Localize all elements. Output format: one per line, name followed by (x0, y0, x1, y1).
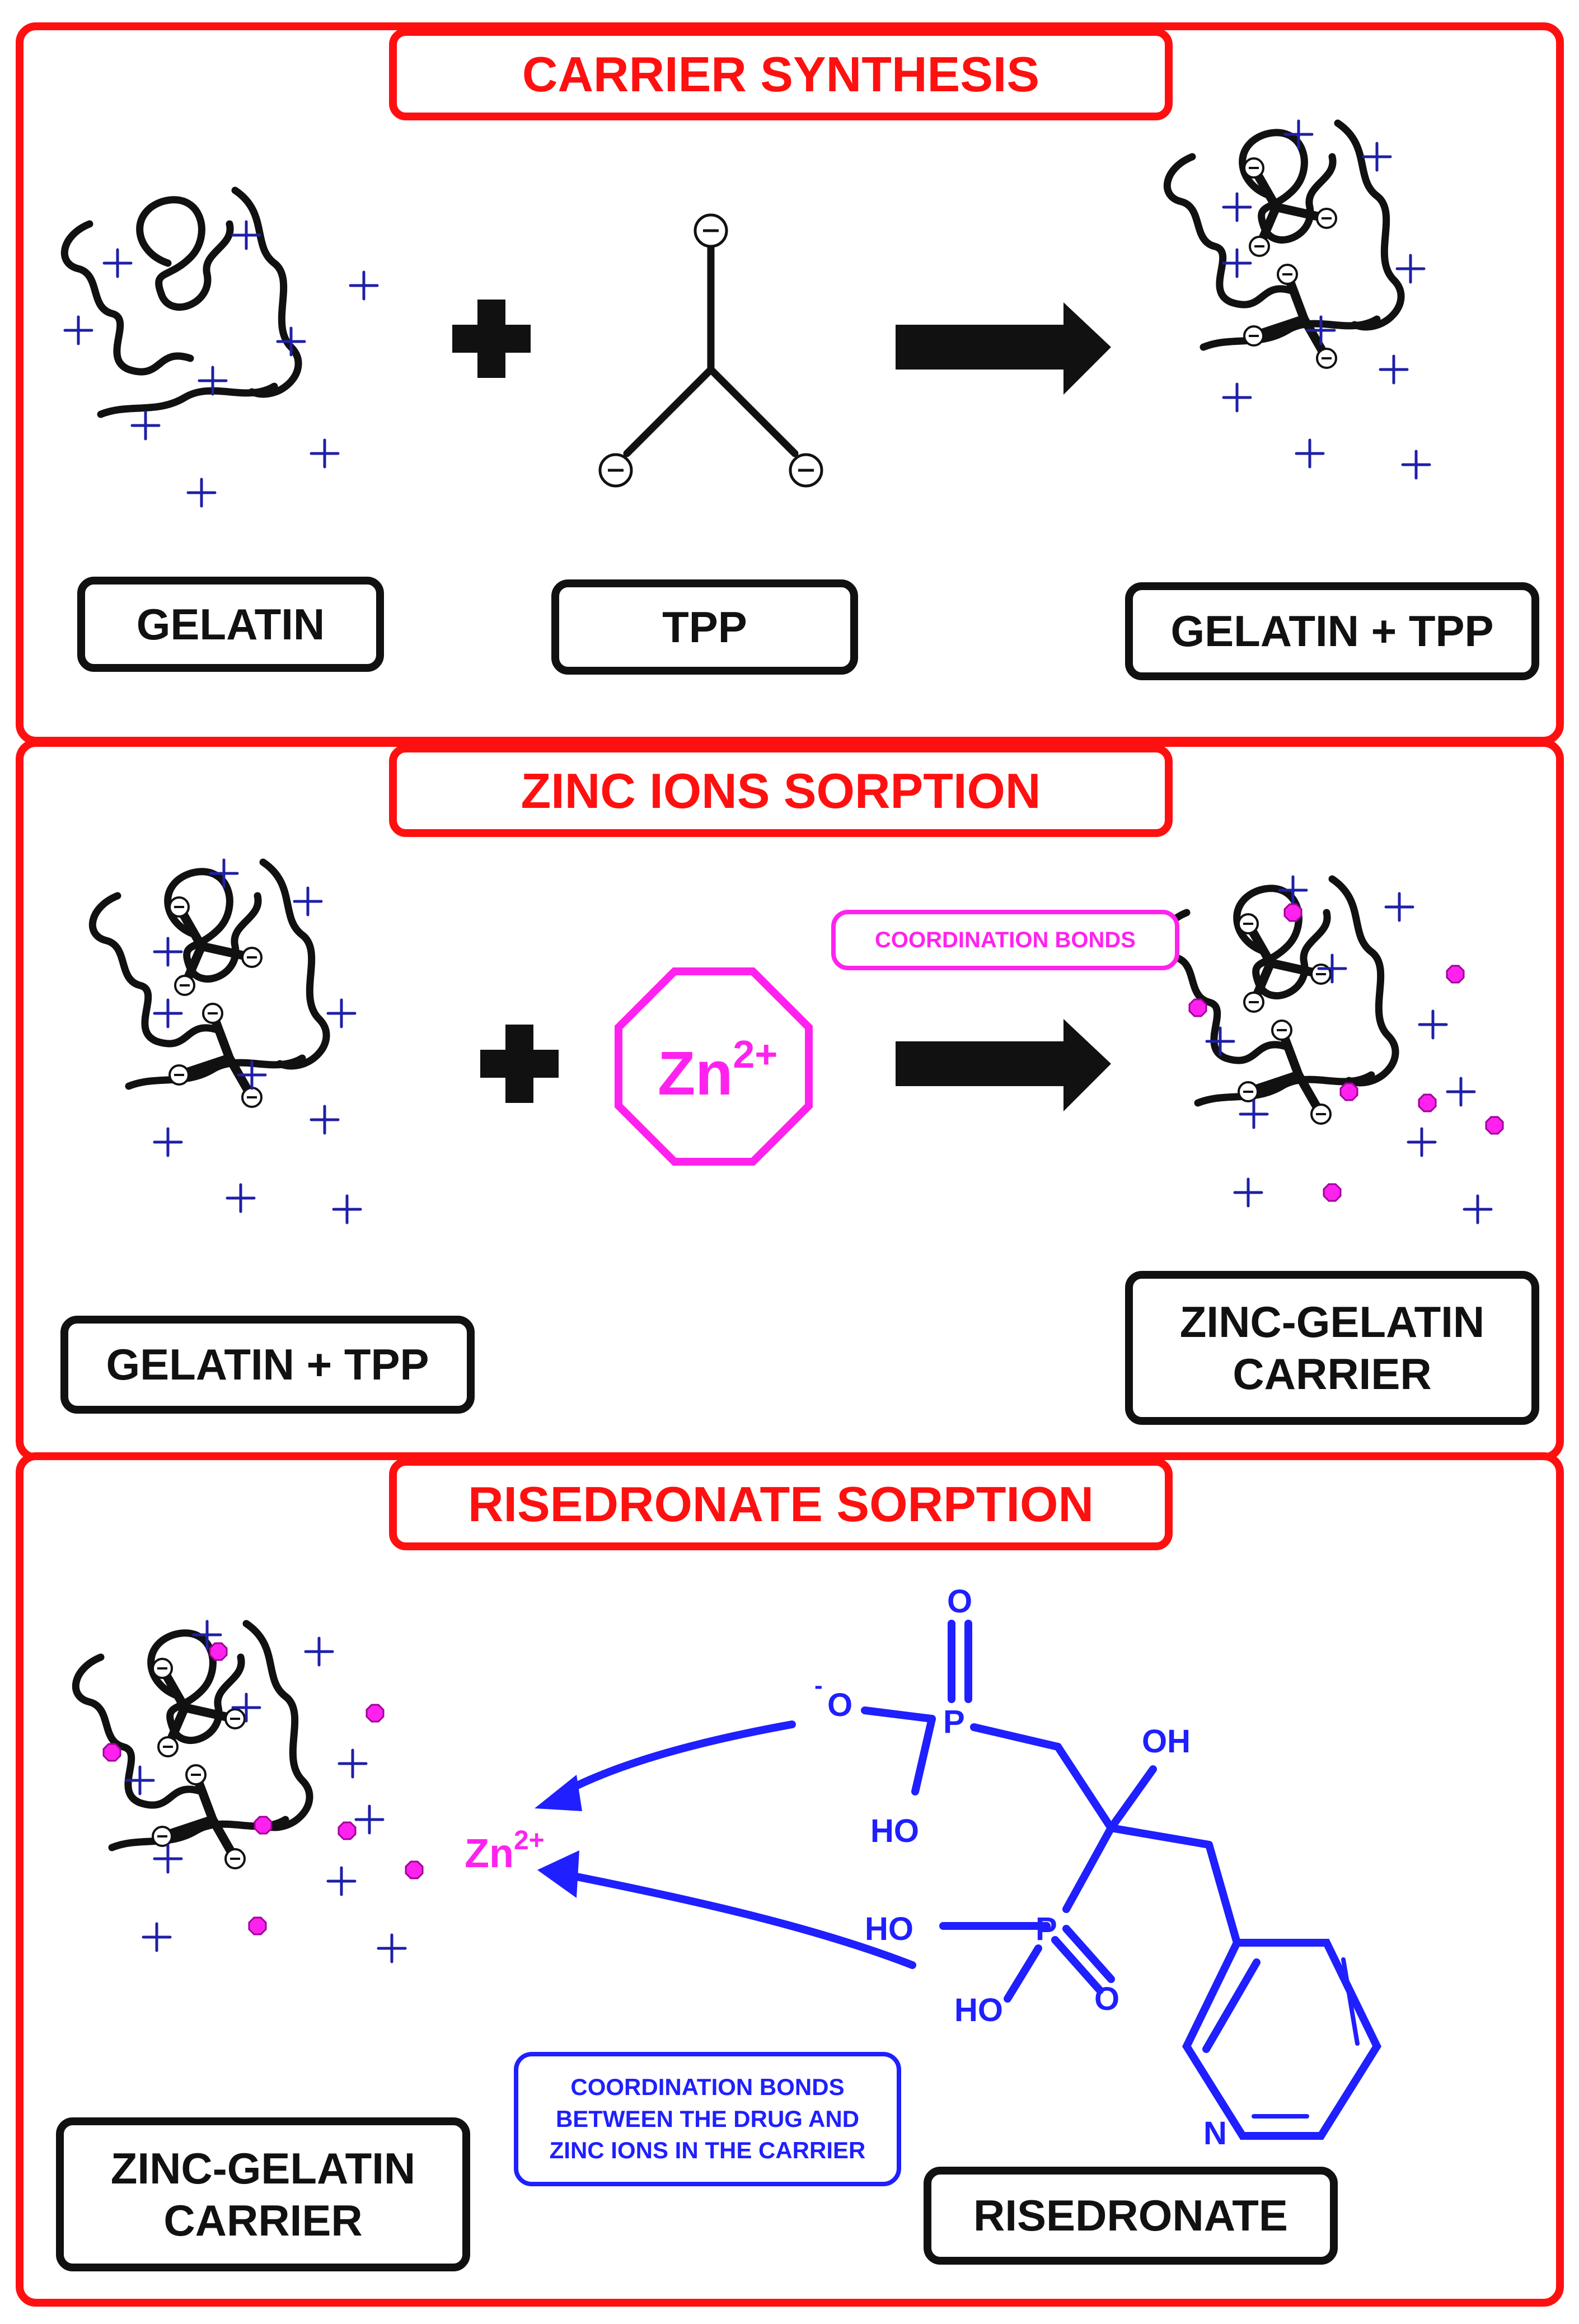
gelatin-coil (64, 190, 377, 506)
label-line: ZINC-GELATIN (1179, 1297, 1485, 1347)
svg-text:HO: HO (870, 1813, 919, 1849)
zinc-ion-octagon (615, 967, 813, 1166)
risedronate-molecule (861, 1620, 1381, 2140)
svg-text:O: O (947, 1583, 972, 1620)
reaction-arrow-2 (896, 1019, 1111, 1111)
zinc-ion-label-s3: Zn2+ (465, 1826, 545, 1876)
svg-text:-: - (814, 1672, 823, 1699)
gelatin-tpp-composite (1167, 121, 1430, 478)
svg-text:HO: HO (865, 1911, 913, 1947)
svg-text:HO: HO (954, 1992, 1003, 2028)
section-title-risedronate-sorption: RISEDRONATE SORPTION (389, 1458, 1173, 1550)
label-line: CARRIER (163, 2195, 363, 2245)
zinc-gelatin-carrier (76, 1621, 424, 1962)
svg-text:N: N (1203, 2115, 1227, 2152)
tpp-molecule (623, 242, 799, 457)
svg-text:O: O (1094, 1981, 1119, 2017)
label-line: ZINC-GELATIN (110, 2144, 416, 2194)
label-zinc-gelatin-carrier-s3: ZINC-GELATIN CARRIER (56, 2117, 470, 2271)
zinc-ion-label: Zn2+ (658, 1032, 777, 1108)
label-gelatin: GELATIN (77, 577, 384, 672)
label-gelatin-tpp-input: GELATIN + TPP (60, 1316, 475, 1414)
label-risedronate: RISEDRONATE (924, 2167, 1338, 2265)
section-title-zinc-sorption: ZINC IONS SORPTION (389, 745, 1173, 837)
plus-operator-2 (480, 1025, 559, 1103)
zinc-gelatin-composite (1161, 877, 1504, 1223)
label-zinc-gelatin-carrier: ZINC-GELATIN CARRIER (1125, 1271, 1539, 1425)
svg-text:OH: OH (1142, 1723, 1191, 1760)
label-tpp: TPP (551, 579, 858, 675)
negative-charge (600, 455, 631, 486)
section-title-carrier-synthesis: CARRIER SYNTHESIS (389, 28, 1173, 120)
note-line: BETWEEN THE DRUG AND (555, 2105, 860, 2132)
coordination-bonds-note: COORDINATION BONDS BETWEEN THE DRUG AND … (514, 2052, 901, 2186)
label-gelatin-tpp: GELATIN + TPP (1125, 582, 1539, 680)
svg-text:P: P (1036, 1911, 1057, 1947)
note-line: ZINC IONS IN THE CARRIER (549, 2137, 866, 2164)
negative-charge (790, 455, 822, 486)
negative-charge (695, 215, 727, 246)
gelatin-tpp-composite-input (92, 860, 360, 1223)
coordination-bonds-badge: COORDINATION BONDS (831, 910, 1179, 970)
svg-text:P: P (943, 1704, 965, 1740)
plus-operator-1 (452, 300, 531, 378)
label-line: CARRIER (1233, 1349, 1432, 1399)
svg-text:O: O (827, 1687, 852, 1723)
coordination-arrows (556, 1720, 916, 1969)
risedronate-atom-labels: O - O P HO OH P HO HO O N (814, 1583, 1227, 2152)
note-line: COORDINATION BONDS (570, 2073, 845, 2100)
reaction-arrow-1 (896, 302, 1111, 395)
